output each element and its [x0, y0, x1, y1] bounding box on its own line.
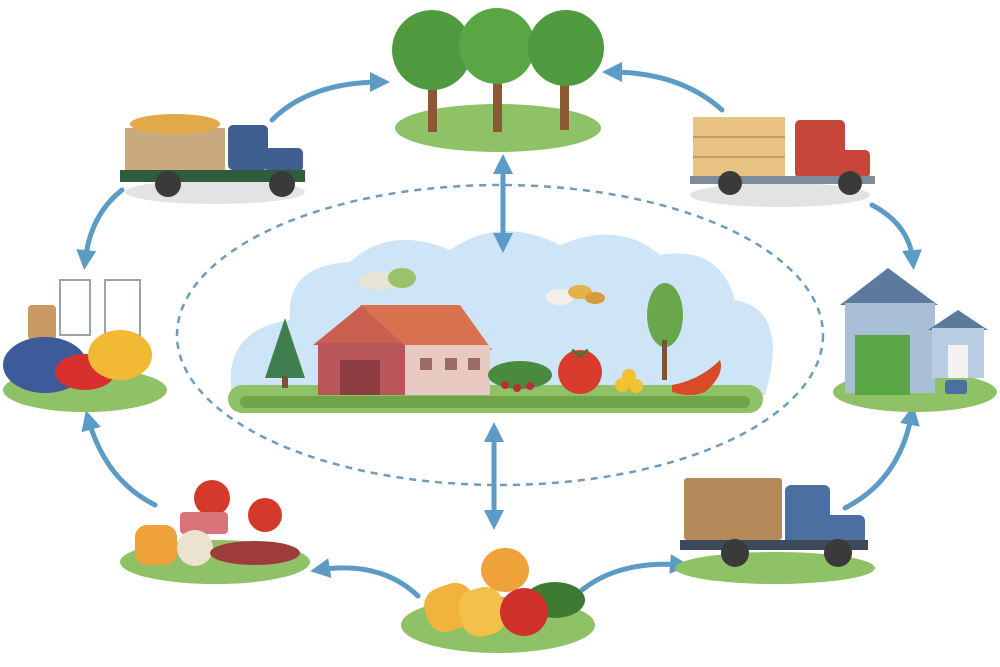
arrow-to-orchard-left	[269, 72, 390, 123]
arrow-to-box-truck	[579, 554, 690, 593]
warehouse-barn-icon	[833, 268, 997, 412]
mixed-food-icon	[120, 480, 310, 584]
farm-scene-icon	[228, 231, 773, 413]
arrow-to-market-food	[310, 558, 421, 599]
crate-truck-icon	[690, 117, 875, 207]
arrow-to-warehouse-bottom	[842, 405, 920, 511]
arrow-to-orchard-right	[602, 62, 725, 113]
orchard-trees-icon	[392, 8, 604, 152]
produce-market-icon	[3, 279, 167, 412]
arrow-to-produce-stand	[81, 410, 158, 508]
box-truck-icon	[675, 478, 875, 584]
harvest-truck-icon	[120, 114, 305, 204]
vegetables-icon	[401, 548, 595, 653]
arrow-to-produce-from-truck	[76, 187, 125, 270]
cycle-arrows	[76, 62, 922, 599]
arrow-to-warehouse	[869, 202, 922, 270]
